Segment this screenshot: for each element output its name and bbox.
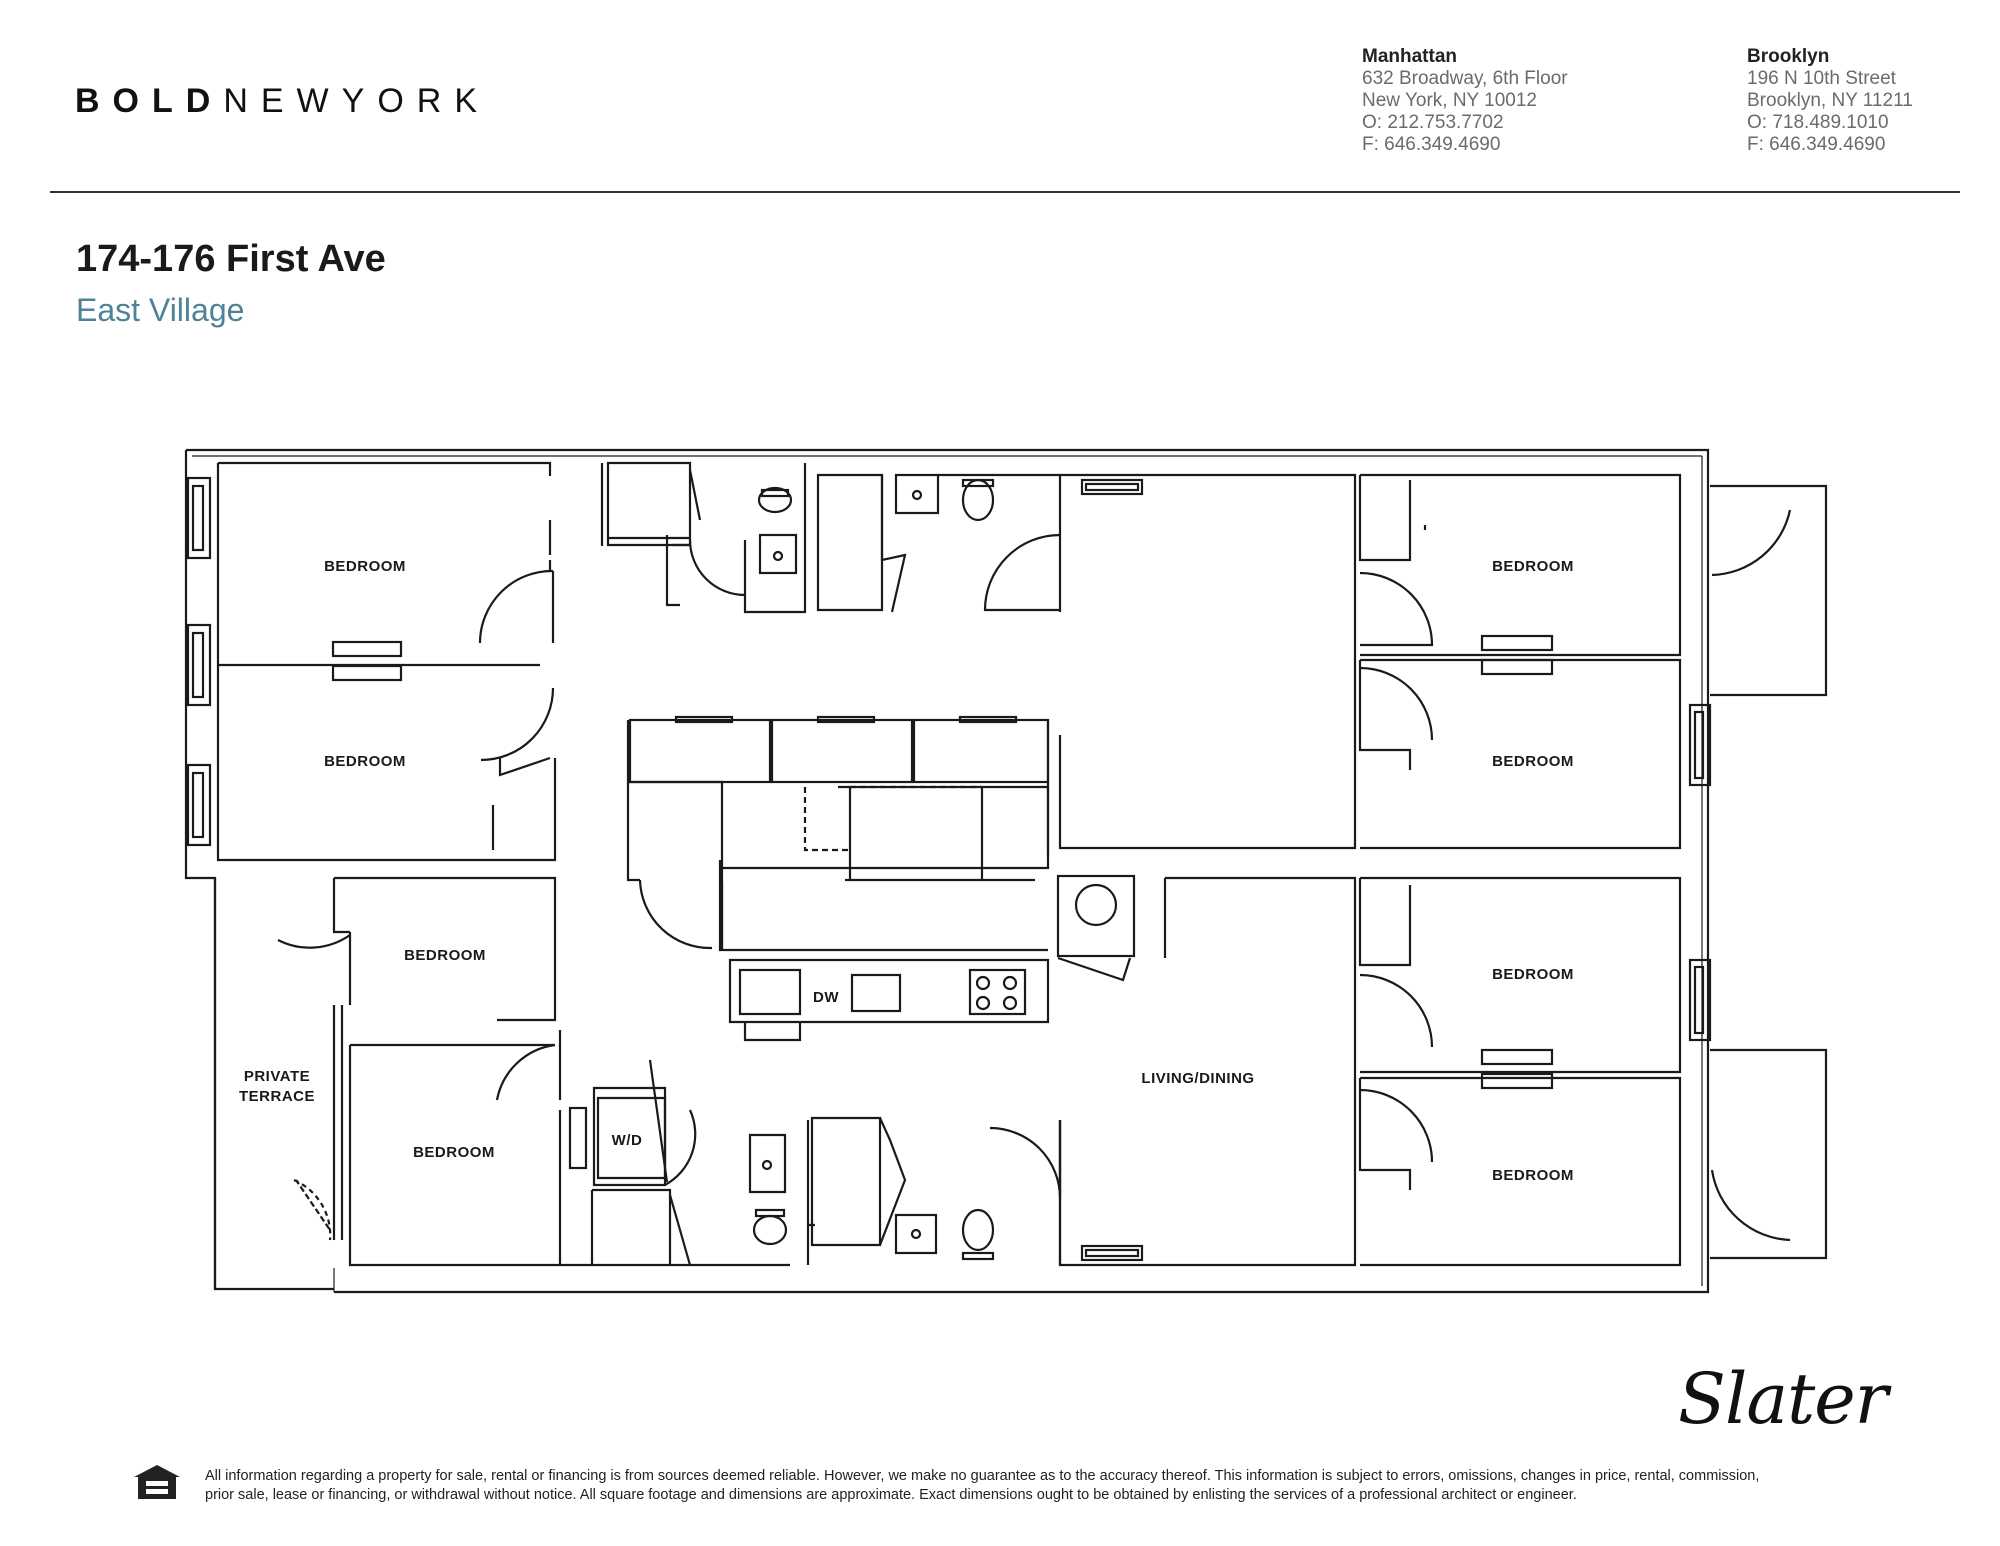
equal-housing-icon <box>134 1465 180 1499</box>
office-fax: F: 646.349.4690 <box>1747 134 1886 155</box>
office-name: Manhattan <box>1362 46 1457 67</box>
office-address-line1: 196 N 10th Street <box>1747 68 1896 89</box>
header-divider <box>50 191 1960 193</box>
property-neighborhood: East Village <box>76 292 245 328</box>
room-label-bedroom: BEDROOM <box>404 947 486 964</box>
floor-plan: BEDROOM BEDROOM BEDROOM BEDROOM BEDROOM … <box>184 448 1828 1294</box>
office-phone: O: 718.489.1010 <box>1747 112 1889 133</box>
office-phone: O: 212.753.7702 <box>1362 112 1504 133</box>
logo-bold-text: BOLD <box>75 82 224 120</box>
room-label-bedroom: BEDROOM <box>324 558 406 575</box>
room-label-bedroom: BEDROOM <box>1492 558 1574 575</box>
room-label-bedroom: BEDROOM <box>324 753 406 770</box>
appliance-label-washer-dryer: W/D <box>612 1132 643 1149</box>
brand-logo-slater: Slater <box>1678 1358 1888 1440</box>
office-address-line1: 632 Broadway, 6th Floor <box>1362 68 1568 89</box>
appliance-label-dishwasher: DW <box>813 989 839 1006</box>
legal-disclaimer: All information regarding a property for… <box>205 1467 1905 1505</box>
office-manhattan: Manhattan 632 Broadway, 6th Floor New Yo… <box>1362 46 1568 156</box>
property-address: 174-176 First Ave <box>76 238 386 280</box>
disclaimer-line: prior sale, lease or financing, or withd… <box>205 1487 1577 1503</box>
room-label-private-terrace: PRIVATE <box>244 1068 310 1085</box>
room-label-living-dining: LIVING/DINING <box>1141 1070 1254 1087</box>
disclaimer-line: All information regarding a property for… <box>205 1468 1760 1484</box>
room-label-bedroom: BEDROOM <box>413 1144 495 1161</box>
office-brooklyn: Brooklyn 196 N 10th Street Brooklyn, NY … <box>1747 46 1913 156</box>
office-address-line2: Brooklyn, NY 11211 <box>1747 90 1913 111</box>
room-label-bedroom: BEDROOM <box>1492 1167 1574 1184</box>
office-address-line2: New York, NY 10012 <box>1362 90 1537 111</box>
office-name: Brooklyn <box>1747 46 1830 67</box>
room-label-bedroom: BEDROOM <box>1492 753 1574 770</box>
logo-light-text: NEWYORK <box>223 82 491 120</box>
company-logo: BOLDNEWYORK <box>75 82 490 121</box>
room-label-bedroom: BEDROOM <box>1492 966 1574 983</box>
room-label-private-terrace: TERRACE <box>239 1088 315 1105</box>
exterior-wall <box>184 448 1710 1294</box>
office-fax: F: 646.349.4690 <box>1362 134 1501 155</box>
